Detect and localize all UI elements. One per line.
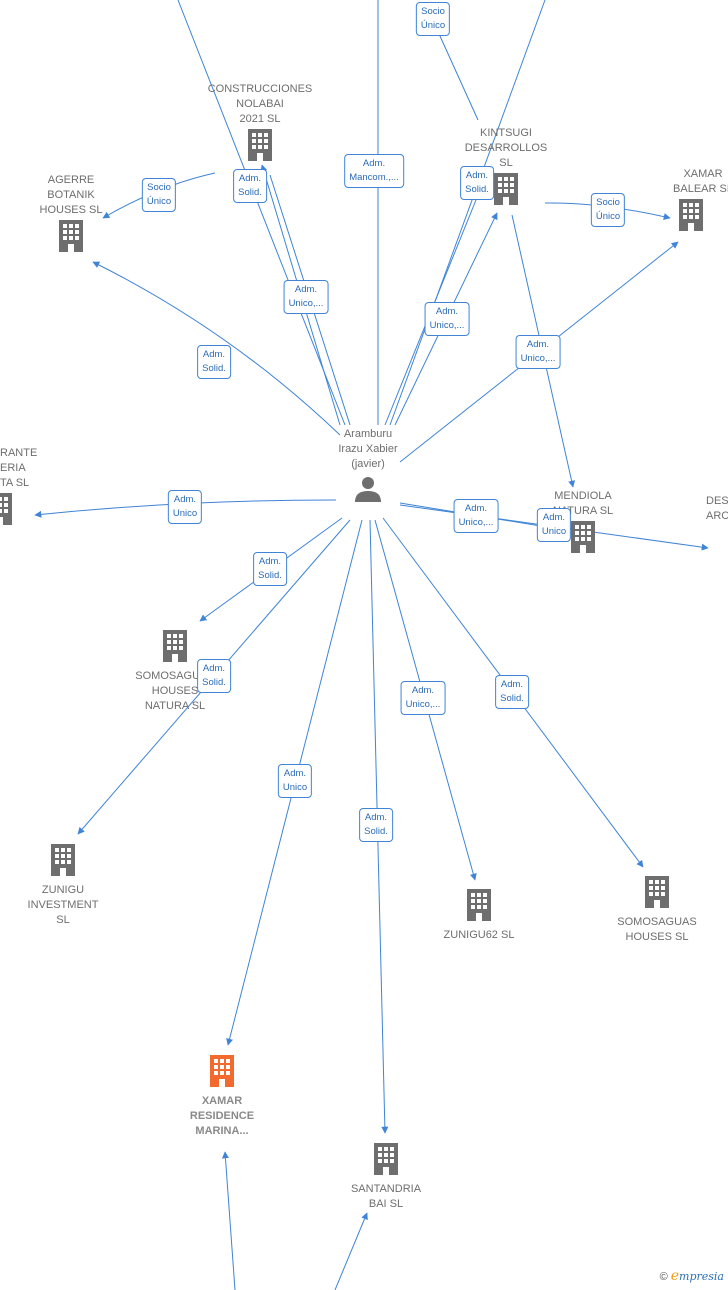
company-node-right-partial[interactable]: DES ARC	[706, 494, 728, 524]
company-name: ZUNIGU62 SL	[443, 929, 515, 941]
building-icon	[571, 521, 595, 553]
company-node-kintsugi[interactable]: KINTSUGI DESARROLLOS SL	[451, 126, 561, 212]
brand-logo: empresia	[670, 1268, 724, 1284]
company-node-santandria[interactable]: SANTANDRIA BAI SL	[331, 1141, 441, 1212]
edge-label[interactable]: Adm. Unico,...	[283, 280, 329, 314]
person-icon	[355, 477, 381, 502]
company-name: SANTANDRIA BAI SL	[350, 1183, 422, 1210]
company-name: SOMOSAGUAS HOUSES NATURA SL	[135, 670, 215, 712]
company-name: KINTSUGI DESARROLLOS SL	[464, 127, 548, 169]
building-icon	[59, 220, 83, 252]
edge-label[interactable]: Adm. Unico,...	[453, 499, 499, 533]
company-node-xamar-balear[interactable]: XAMAR BALEAR SL	[653, 167, 728, 238]
edge-label[interactable]: Adm. Solid.	[460, 166, 494, 200]
building-icon	[0, 493, 12, 525]
company-node-zunigu-investment[interactable]: ZUNIGU INVESTMENT SL	[8, 842, 118, 928]
company-name: XAMAR RESIDENCE MARINA...	[189, 1095, 255, 1137]
edge-line	[177, 0, 346, 426]
edge-label[interactable]: Adm. Solid.	[197, 345, 231, 379]
company-node-agerre[interactable]: AGERRE BOTANIK HOUSES SL	[16, 173, 126, 259]
building-icon	[494, 173, 518, 205]
edge-label[interactable]: Adm. Unico	[536, 508, 572, 542]
edge-line	[92, 261, 341, 436]
copyright-icon: ©	[659, 1271, 668, 1283]
building-icon	[678, 199, 703, 231]
edge-label[interactable]: Adm. Solid.	[233, 169, 267, 203]
edge-label[interactable]: Socio Único	[141, 178, 177, 212]
company-name: XAMAR BALEAR SL	[673, 168, 728, 195]
company-node-xamar-residence[interactable]: XAMAR RESIDENCE MARINA...	[167, 1053, 277, 1139]
edge-line	[221, 1151, 236, 1290]
edge-label[interactable]: Adm. Solid.	[197, 659, 231, 693]
building-icon	[645, 876, 669, 908]
edge-label[interactable]: Adm. Solid.	[359, 808, 393, 842]
edge-label[interactable]: Adm. Unico,...	[515, 335, 561, 369]
company-name: AGERRE BOTANIK HOUSES SL	[39, 174, 103, 216]
brand-footer: © empresia	[660, 1268, 724, 1284]
edge-label[interactable]: Adm. Unico,...	[424, 302, 470, 336]
company-node-construcciones[interactable]: CONSTRUCCIONES NOLABAI 2021 SL	[205, 82, 315, 168]
company-name: RANTE ERIA TA SL	[0, 447, 38, 489]
company-node-zunigu62[interactable]: ZUNIGU62 SL	[424, 887, 534, 943]
edge-label[interactable]: Adm. Solid.	[253, 552, 287, 586]
edge-line	[389, 0, 546, 426]
building-icon	[163, 630, 187, 662]
edge-line	[434, 24, 479, 121]
building-icon	[467, 889, 491, 921]
company-node-somosaguas-natura[interactable]: SOMOSAGUAS HOUSES NATURA SL	[120, 628, 230, 714]
company-name: CONSTRUCCIONES NOLABAI 2021 SL	[207, 83, 313, 125]
edge-label[interactable]: Adm. Unico	[167, 490, 203, 524]
edge-label[interactable]: Adm. Mancom.,...	[344, 154, 404, 188]
person-name: Aramburu Irazu Xabier (javier)	[338, 428, 398, 470]
edge-label[interactable]: Adm. Unico,...	[400, 681, 446, 715]
edge-label[interactable]: Socio Único	[590, 193, 626, 227]
company-name: DES ARC	[706, 495, 728, 522]
edge-line	[334, 1212, 368, 1290]
building-icon	[51, 844, 75, 876]
company-name: SOMOSAGUAS HOUSES SL	[617, 916, 697, 943]
edge-label[interactable]: Adm. Unico	[277, 764, 313, 798]
company-name: ZUNIGU INVESTMENT SL	[27, 884, 99, 926]
person-node[interactable]: Aramburu Irazu Xabier (javier)	[318, 427, 418, 509]
edge-label[interactable]: Socio Único	[415, 2, 451, 36]
building-icon	[210, 1055, 234, 1087]
building-icon	[374, 1143, 398, 1175]
company-node-somosaguas-houses[interactable]: SOMOSAGUAS HOUSES SL	[602, 874, 712, 945]
edge-label[interactable]: Adm. Solid.	[495, 675, 529, 709]
company-node-left-partial[interactable]: RANTE ERIA TA SL	[0, 446, 40, 532]
building-icon	[248, 129, 272, 161]
